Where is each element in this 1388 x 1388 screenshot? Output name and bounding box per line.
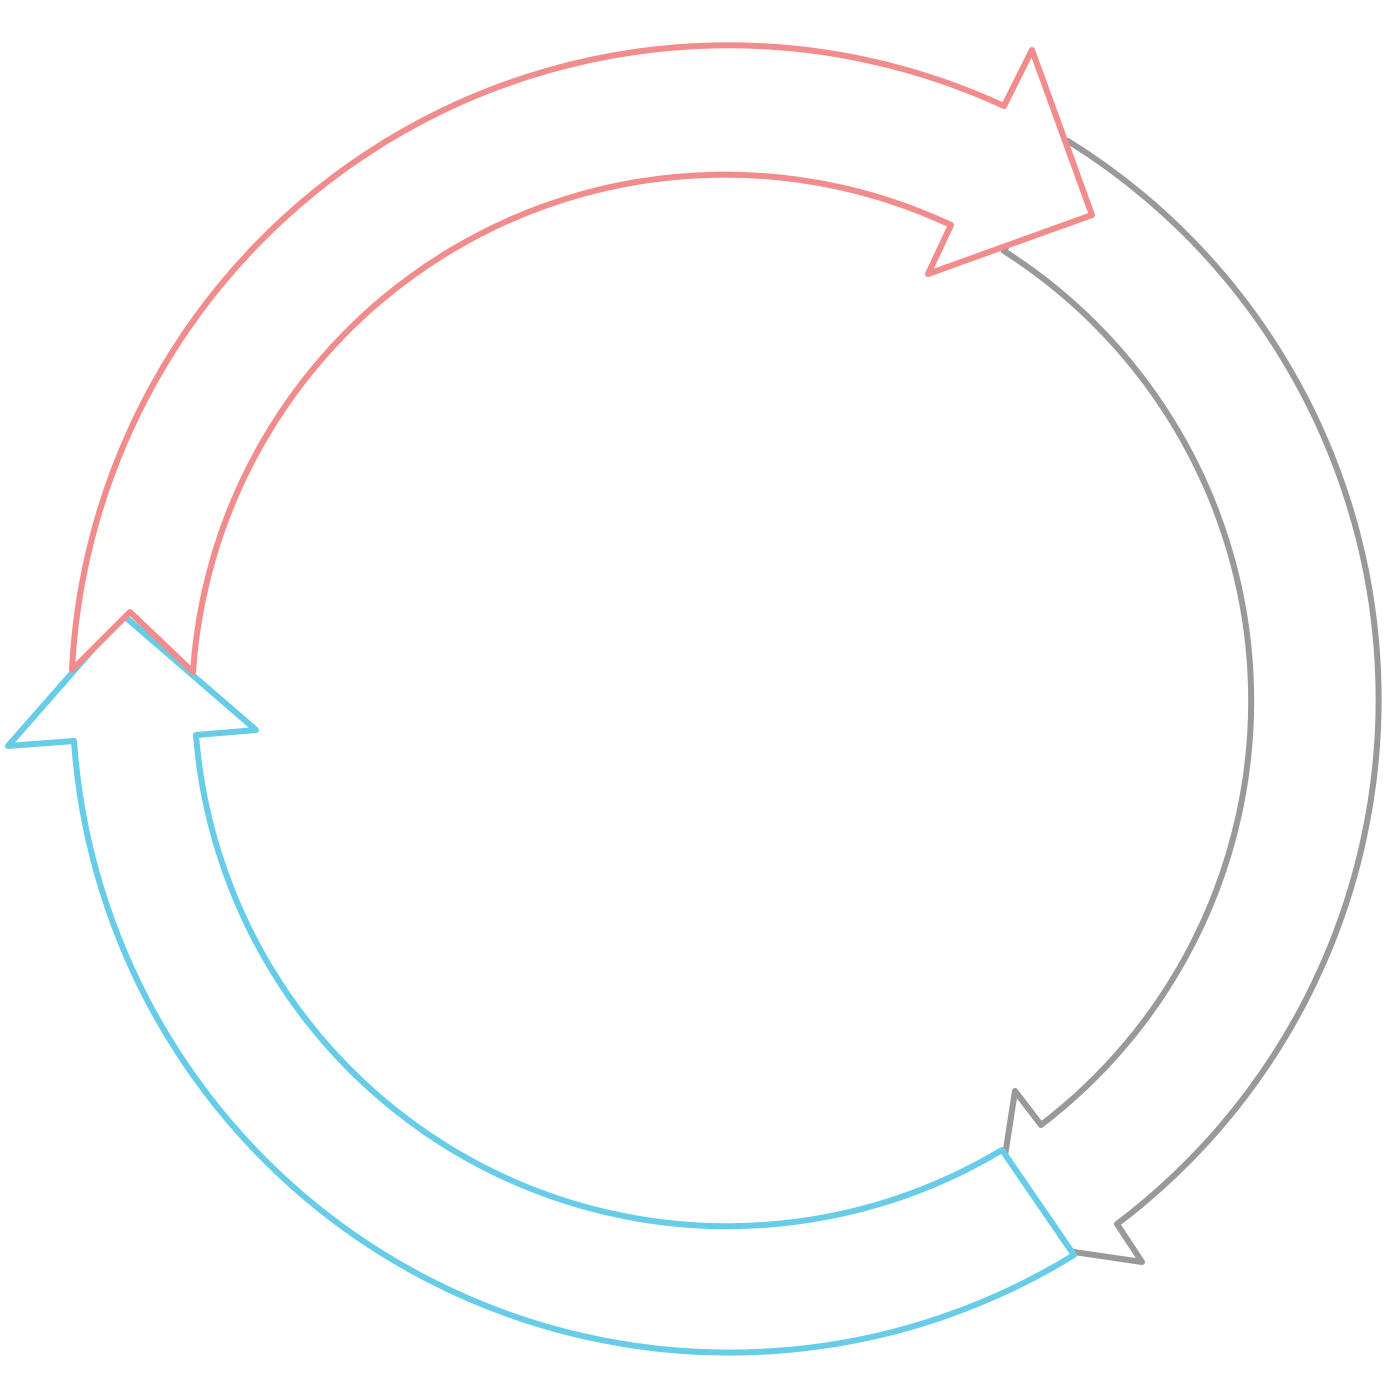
blue-cycle-arrow [5, 612, 1077, 1356]
gray-cycle-arrow [989, 138, 1382, 1265]
red-cycle-arrow [69, 42, 1095, 675]
